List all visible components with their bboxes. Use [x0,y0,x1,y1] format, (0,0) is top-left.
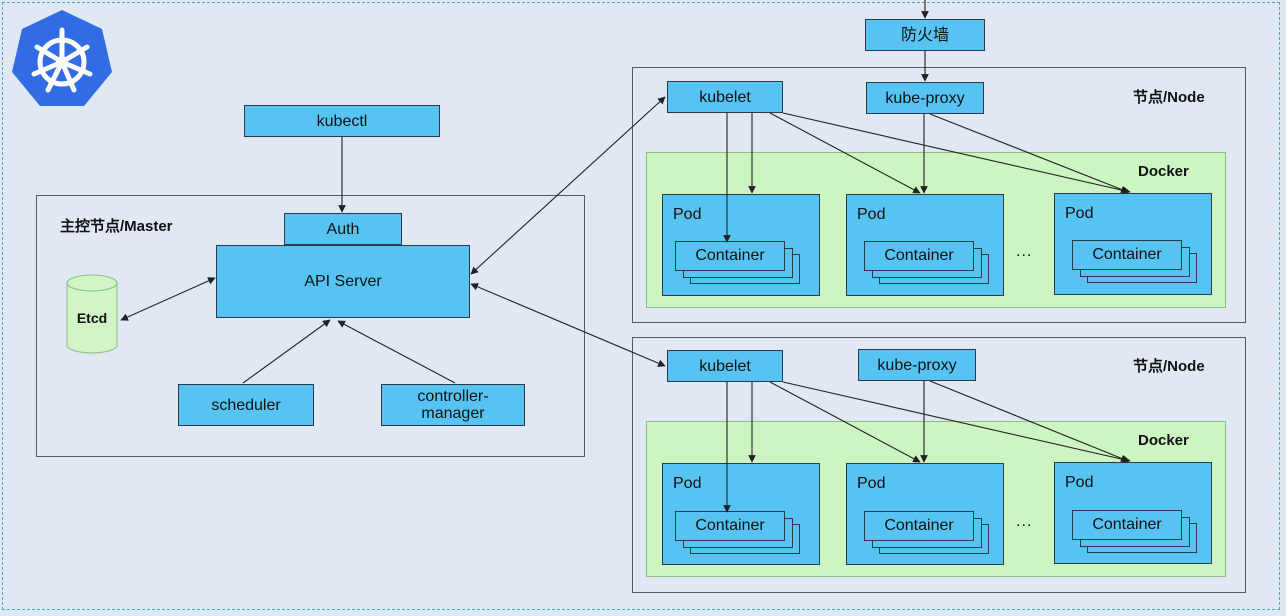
docker-title-1: Docker [1138,163,1189,180]
api-server-box: API Server [216,245,470,318]
pod-label: Pod [1065,474,1094,491]
kubelet-pod-arrow [782,381,1131,464]
more-pods-ellipsis: ... [1016,513,1033,530]
container-box: Container [864,511,974,541]
pod-label: Pod [857,475,886,492]
pod-label: Pod [673,206,702,223]
kubelet-box-1: kubelet [667,81,783,113]
kubelet-pod-arrow [782,112,1131,195]
controller-manager-box: controller- manager [381,384,525,426]
kube-proxy-pod-arrow [929,113,1129,194]
kube-proxy-pod-arrow [929,380,1129,462]
container-box: Container [675,241,785,271]
container-box: Container [1072,240,1182,270]
docker-title-2: Docker [1138,432,1189,449]
node-region-2 [632,337,1246,593]
api-kubelet-1-arrow [470,96,666,275]
auth-box: Auth [284,213,402,245]
kubectl-box: kubectl [244,105,440,137]
etcd-database-icon: Etcd [66,274,118,354]
firewall-box: 防火墙 [865,19,985,51]
container-box: Container [1072,510,1182,540]
scheduler-to-api-arrow [242,319,331,384]
pod-label: Pod [673,475,702,492]
more-pods-ellipsis: ... [1016,243,1033,260]
kubelet-box-2: kubelet [667,350,783,382]
etcd-label: Etcd [77,310,107,326]
controller-to-api-arrow [337,320,456,384]
api-kubelet-2-arrow [470,283,666,367]
kubelet-pod-arrow [769,112,921,194]
kube-proxy-box-1: kube-proxy [866,82,984,114]
etcd-api-server-arrow [120,277,216,321]
container-box: Container [675,511,785,541]
master-title: 主控节点/Master [60,218,173,235]
pod-label: Pod [1065,205,1094,222]
kube-proxy-box-2: kube-proxy [858,349,976,381]
scheduler-box: scheduler [178,384,314,426]
pod-label: Pod [857,206,886,223]
node-title-1: 节点/Node [1133,89,1205,106]
kubelet-pod-arrow [769,381,921,463]
container-box: Container [864,241,974,271]
kubernetes-logo-icon [12,10,112,106]
node-title-2: 节点/Node [1133,358,1205,375]
